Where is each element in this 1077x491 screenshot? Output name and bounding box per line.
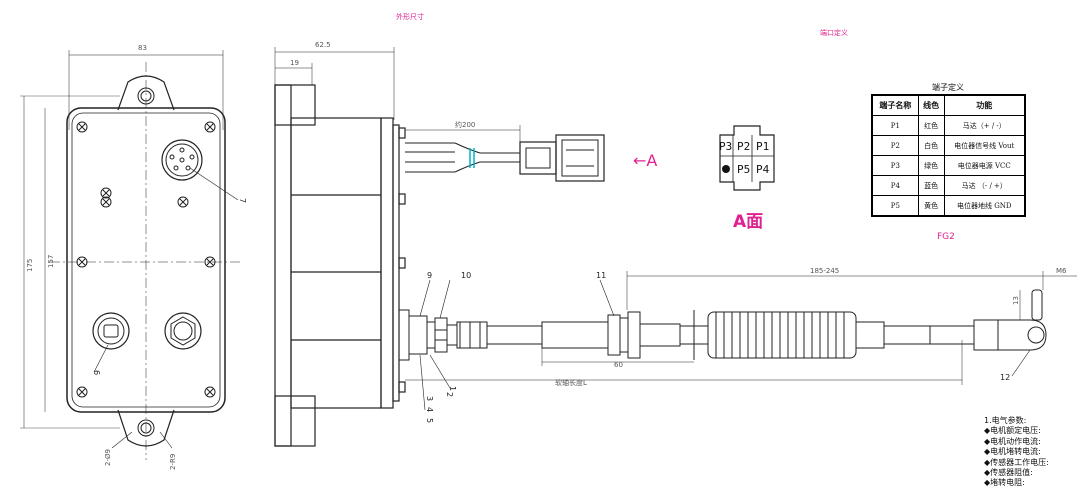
dim-rod-13: 13 xyxy=(1012,296,1020,305)
cell-terminal: P5 xyxy=(871,195,919,217)
cell-function: 马达（+ / -） xyxy=(943,115,1026,136)
cell-color: 白色 xyxy=(917,135,945,156)
dim-stroke-185-245: 185-245 xyxy=(810,267,839,275)
callout-7: 7 xyxy=(238,198,247,203)
dim-hole-2phi9: 2-Ø9 xyxy=(104,449,112,466)
cell-function: 电位器信号线 Vout xyxy=(943,135,1026,156)
callout-12: 12 xyxy=(1000,373,1010,382)
cell-color: 蓝色 xyxy=(917,175,945,196)
header-wire-color: 线色 xyxy=(917,94,945,116)
header-terminal-name: 端子名称 xyxy=(871,94,919,116)
pin-p2: P2 xyxy=(737,140,750,153)
table-footer-fg2: FG2 xyxy=(937,232,955,242)
note-line: ◆电机额定电压: xyxy=(984,426,1041,436)
note-line: 1.电气参数: xyxy=(984,416,1027,425)
dim-len-60: 60 xyxy=(614,361,623,369)
cell-terminal: P1 xyxy=(871,115,919,136)
terminal-definition-table: 端子名称 线色 功能 P1 红色 马达（+ / -） P2 白色 电位器信号线 … xyxy=(871,94,1026,217)
callout-9: 9 xyxy=(427,271,432,280)
port-definition-header: 端口定义 xyxy=(820,28,848,37)
table-header-row: 端子名称 线色 功能 xyxy=(871,94,1026,116)
pin-p1: P1 xyxy=(756,140,769,153)
electrical-notes: 1.电气参数: ◆电机额定电压: ◆电机动作电流: ◆电机堵转电流: ◆传感器工… xyxy=(984,416,1049,489)
dim-width-83: 83 xyxy=(138,44,147,52)
callout-4: 4 xyxy=(425,407,434,412)
note-line: ◆电机动作电流: xyxy=(984,436,1041,446)
callout-6: 6 xyxy=(92,370,101,375)
cell-terminal: P3 xyxy=(871,155,919,176)
table-row: P4 蓝色 马达 （- / +） xyxy=(871,175,1026,196)
front-leaders xyxy=(93,167,239,449)
table-row: P1 红色 马达（+ / -） xyxy=(871,115,1026,136)
cable-assembly xyxy=(405,125,605,182)
callout-1: 1 xyxy=(448,386,457,391)
dim-height-157: 157 xyxy=(47,255,55,268)
face-a-label: A面 xyxy=(733,212,763,232)
callout-11: 11 xyxy=(596,271,606,280)
cell-function: 电位器地线 GND xyxy=(943,195,1026,217)
terminal-table-title: 端子定义 xyxy=(932,83,964,92)
callout-2: 2 xyxy=(445,392,454,397)
dim-flange-19: 19 xyxy=(290,59,299,67)
pin-p5: P5 xyxy=(737,163,750,176)
outline-dimensions-header: 外形尺寸 xyxy=(396,12,424,21)
dim-r9: 2-R9 xyxy=(169,454,177,470)
dim-height-175: 175 xyxy=(26,259,34,272)
table-row: P5 黄色 电位器地线 GND xyxy=(871,195,1026,217)
cell-function: 电位器电源 VCC xyxy=(943,155,1026,176)
dim-cable-200: 约200 xyxy=(455,120,475,129)
connector-face xyxy=(719,125,775,191)
cell-color: 黄色 xyxy=(917,195,945,217)
cell-terminal: P4 xyxy=(871,175,919,196)
cell-color: 绿色 xyxy=(917,155,945,176)
dim-depth-62-5: 62.5 xyxy=(315,41,331,49)
cell-function: 马达 （- / +） xyxy=(943,175,1026,196)
bellows-ribs xyxy=(715,312,845,358)
callout-5: 5 xyxy=(425,418,434,423)
callout-3: 3 xyxy=(425,396,434,401)
cell-terminal: P2 xyxy=(871,135,919,156)
cell-color: 红色 xyxy=(917,115,945,136)
header-function: 功能 xyxy=(943,94,1026,116)
dim-thread-m6: M6 xyxy=(1056,267,1067,275)
note-line: ◆堵转电阻: xyxy=(984,478,1025,488)
note-line: ◆电机堵转电流: xyxy=(984,447,1041,457)
note-line: ◆传感器阻值: xyxy=(984,468,1033,478)
dim-shaft-length: 软轴长度L xyxy=(555,378,587,387)
shaft-assembly xyxy=(398,271,1077,411)
table-row: P2 白色 电位器信号线 Vout xyxy=(871,135,1026,156)
pin-p4: P4 xyxy=(756,163,770,176)
note-line: ◆传感器工作电压: xyxy=(984,457,1049,467)
table-row: P3 绿色 电位器电源 VCC xyxy=(871,155,1026,176)
pin-p3: P3 xyxy=(719,140,732,153)
front-screws xyxy=(76,121,216,398)
view-arrow-a: ←A xyxy=(633,151,657,170)
callout-10: 10 xyxy=(461,271,471,280)
side-view xyxy=(274,47,406,447)
